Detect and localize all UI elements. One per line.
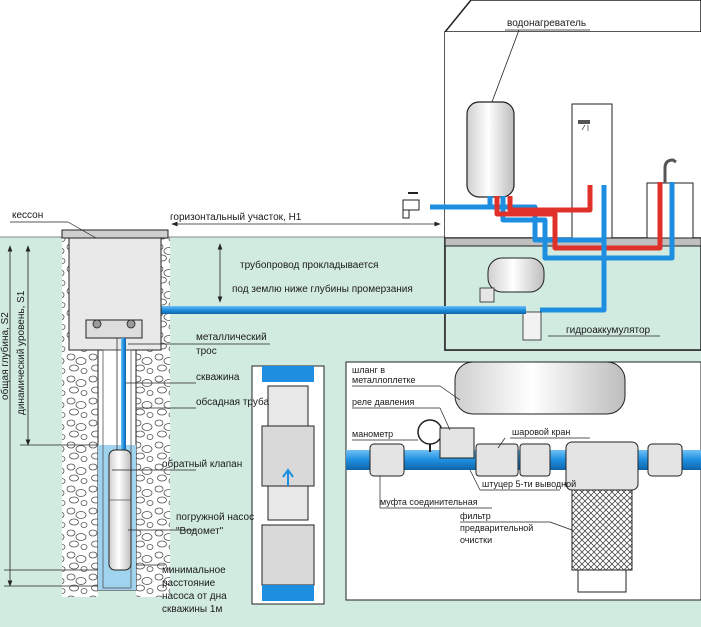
metal-cable-label-line2: трос <box>196 346 217 357</box>
manometer-label: манометр <box>352 429 393 439</box>
pump-label-line1: погружной насос <box>176 512 254 523</box>
well-label: скважина <box>196 372 240 383</box>
pump-label-line2: "Водомет" <box>176 526 224 537</box>
accumulator-small <box>479 257 545 341</box>
fitting-label: штуцер 5-ти выводной <box>482 479 576 489</box>
filter-label-line1: фильтр <box>460 511 491 521</box>
dynamic-level-label: динамический уровень, S1 <box>16 290 27 415</box>
dimension-lines <box>4 221 441 587</box>
min-distance-label-line4: скважины 1м <box>162 604 222 615</box>
casing-pipe-label: обсадная труба <box>196 396 269 408</box>
metal-cable-label-line1: металлический <box>196 332 267 343</box>
caisson <box>61 229 169 351</box>
coupling-label: муфта соединительная <box>380 497 478 507</box>
faucet-icon <box>402 192 420 219</box>
up-arrow-icon <box>282 468 294 486</box>
assembly-leader-lines <box>352 385 590 531</box>
caisson-label: кессон <box>12 210 43 221</box>
hose-label-line1: шланг в <box>352 365 385 375</box>
min-distance-label-line2: расстояние <box>162 578 216 589</box>
check-valve-detail <box>251 365 325 605</box>
house-pipes <box>430 182 675 313</box>
submersible-pump <box>108 449 132 571</box>
leader-lines <box>10 221 660 566</box>
hose-label-line2: металлоплетке <box>352 375 416 385</box>
pressure-relay-label: реле давления <box>352 397 415 407</box>
accumulator-detail <box>345 361 701 601</box>
ball-valve-label: шаровой кран <box>512 427 570 437</box>
filter-label-line2: предварительной <box>460 523 533 533</box>
horizontal-section-label: горизонтальный участок, H1 <box>170 212 302 223</box>
accumulator-label: гидроаккумулятор <box>566 325 651 336</box>
pipeline-label-line1: трубопровод прокладывается <box>240 259 378 271</box>
min-distance-label-line1: минимальное <box>162 565 226 576</box>
check-valve-label: обратный клапан <box>162 458 242 470</box>
pipeline-label-line2: под землю ниже глубины промерзания <box>232 283 413 295</box>
filter-label-line3: очистки <box>460 535 492 545</box>
min-distance-label-line3: насоса от дна <box>162 591 227 602</box>
water-heater-label: водонагреватель <box>507 18 586 29</box>
total-depth-label: общая глубина, S2 <box>0 312 11 400</box>
